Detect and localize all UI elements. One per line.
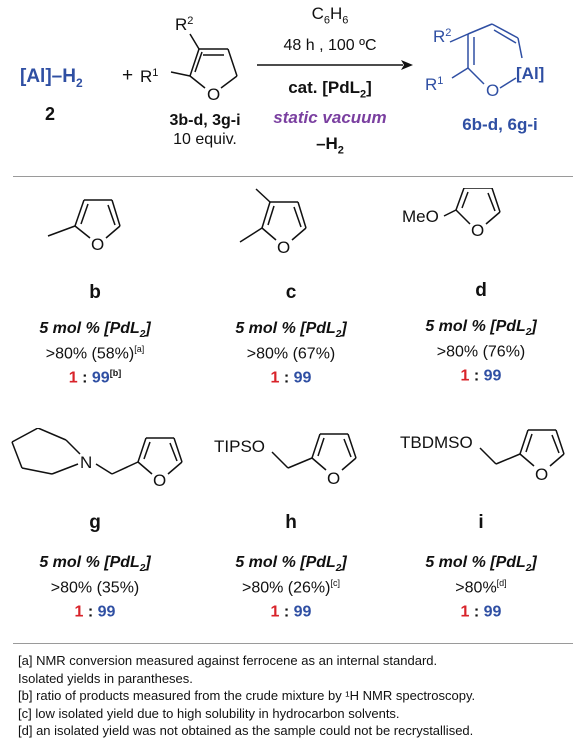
substrate-oxygen-label: O <box>207 85 220 104</box>
structure-2-methylfuran: O <box>47 199 121 254</box>
entry-catalyst: 5 mol % [PdL2] <box>39 554 151 575</box>
substrate-r2-label: R2 <box>175 15 193 34</box>
substrate-r1-label: R1 <box>140 67 158 86</box>
entry-catalyst: 5 mol % [PdL2] <box>425 318 537 339</box>
entry-catalyst: 5 mol % [PdL2] <box>425 554 537 575</box>
furan-oxygen-label: O <box>327 469 340 488</box>
conditions-label: 48 h , 100 ºC <box>283 37 377 54</box>
entry-ratio: 1 : 99[b] <box>68 367 122 386</box>
footnote-b: [b] ratio of products measured from the … <box>18 688 476 703</box>
entry-h: h 5 mol % [PdL2] >80% (26%)[c] 1 : 99 <box>206 512 376 621</box>
methoxy-label: MeO <box>402 207 439 226</box>
entry-ratio: 1 : 99 <box>270 368 312 386</box>
product-oxygen-label: O <box>486 81 499 100</box>
entry-letter: b <box>89 282 101 303</box>
byproduct-label: –H2 <box>316 134 344 157</box>
entry-d: d 5 mol % [PdL2] >80% (76%) 1 : 99 <box>396 280 566 385</box>
entry-ratio: 1 : 99 <box>74 602 116 620</box>
entry-i: i 5 mol % [PdL2] >80%[d] 1 : 99 <box>396 512 566 621</box>
aluminium-hydride-reagent: [Al]–H2 <box>20 66 83 90</box>
footnote-d: [d] an isolated yield was not obtained a… <box>18 723 474 738</box>
furan-oxygen-label: O <box>471 221 484 240</box>
reaction-arrow <box>257 60 413 70</box>
entry-yield: >80% (76%) <box>436 343 526 361</box>
entry-ratio: 1 : 99 <box>460 366 502 384</box>
structure-tbdmso-methylfuran: TBDMSO O <box>400 429 565 484</box>
entry-yield: >80% (35%) <box>50 579 140 597</box>
entry-catalyst: 5 mol % [PdL2] <box>39 320 151 341</box>
reagent-subscript: 2 <box>75 75 83 90</box>
plus-sign: + <box>122 65 134 86</box>
furan-oxygen-label: O <box>535 465 548 484</box>
catalyst-label: cat. [PdL2] <box>288 78 372 101</box>
entry-ratio: 1 : 99 <box>270 602 312 620</box>
entry-yield: >80% (67%) <box>246 345 336 363</box>
solvent-label: C6H6 <box>311 4 349 27</box>
product-r1-label: R1 <box>425 75 443 94</box>
entry-catalyst: 5 mol % [PdL2] <box>235 554 347 575</box>
furan-oxygen-label: O <box>91 235 104 254</box>
static-vacuum-label: static vacuum <box>273 108 387 127</box>
entry-yield: >80% (26%)[c] <box>241 578 340 597</box>
entry-ratio: 1 : 99 <box>460 602 502 620</box>
entry-letter: h <box>285 512 297 533</box>
product-al-label: [Al] <box>516 64 544 83</box>
footnotes: [a] NMR conversion measured against ferr… <box>18 652 574 740</box>
structure-2-3-dimethylfuran: O <box>239 188 307 257</box>
furan-oxygen-label: O <box>153 471 166 490</box>
structure-2-methoxyfuran: MeO O <box>402 188 501 240</box>
reagent-formula: [Al]–H <box>20 66 76 87</box>
divider-top <box>13 176 573 177</box>
entry-letter: d <box>475 280 487 301</box>
substrate-label: 3b-d, 3g-i <box>169 112 241 129</box>
structure-piperidinylmethylfuran: N O <box>11 428 183 490</box>
product-label: 6b-d, 6g-i <box>462 115 538 134</box>
entry-letter: g <box>89 512 101 533</box>
nitrogen-label: N <box>80 453 92 472</box>
entry-letter: i <box>478 512 484 533</box>
structure-tipso-methylfuran: TIPSO O <box>214 433 357 488</box>
entry-yield: >80% (58%)[a] <box>45 344 145 363</box>
footnote-a-continued: Isolated yields in parantheses. <box>18 670 193 686</box>
tbdmso-label: TBDMSO <box>400 433 473 452</box>
footnote-c: [c] low isolated yield due to high solub… <box>18 705 400 721</box>
substrate-equivalents: 10 equiv. <box>173 131 237 148</box>
entry-yield: >80%[d] <box>455 578 507 597</box>
entry-c: c 5 mol % [PdL2] >80% (67%) 1 : 99 <box>206 282 376 387</box>
product-structure: R2 R1 O [Al] <box>425 23 544 100</box>
footnote-a: [a] NMR conversion measured against ferr… <box>18 653 438 668</box>
entry-g: g 5 mol % [PdL2] >80% (35%) 1 : 99 <box>10 512 180 621</box>
furan-oxygen-label: O <box>277 238 290 257</box>
substrate-furan-structure: R2 R1 O <box>140 15 238 104</box>
reagent-number: 2 <box>45 104 56 124</box>
product-r2-label: R2 <box>433 27 451 46</box>
entry-catalyst: 5 mol % [PdL2] <box>235 320 347 341</box>
entry-b: b 5 mol % [PdL2] >80% (58%)[a] 1 : 99[b] <box>10 282 180 387</box>
entry-letter: c <box>285 282 297 303</box>
divider-bottom <box>13 643 573 644</box>
tipso-label: TIPSO <box>214 437 265 456</box>
